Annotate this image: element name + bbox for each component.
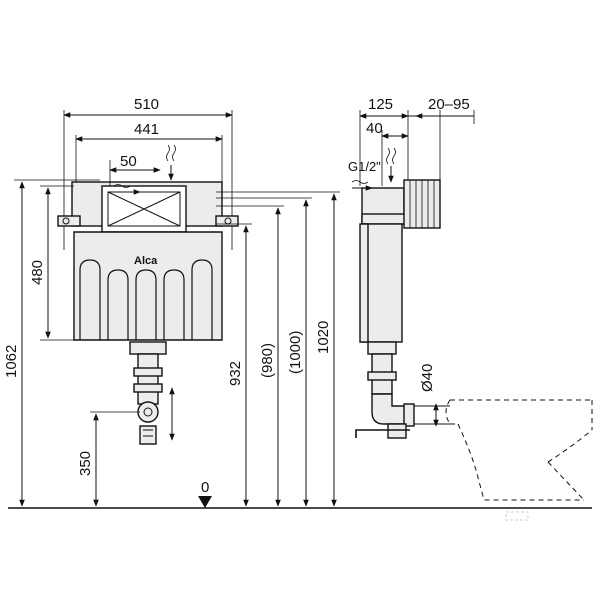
brand-logo: Alca [134,255,158,267]
dim-height-1000: (1000) [287,331,304,374]
side-dimensions: 125 20–95 40 G1/2" Ø40 [348,96,475,427]
dim-inlet-thread: G1/2" [348,159,381,174]
toilet-bowl-outline [445,399,593,521]
dim-height-980: (980) [259,343,276,378]
dim-adjust-range: 20–95 [428,96,470,113]
dim-frame-width: 441 [134,121,159,138]
floor-zero-label: 0 [201,479,209,496]
flush-pipe [129,341,167,355]
dim-overall-width: 510 [134,96,159,113]
front-dimensions: 510 441 50 1062 480 350 932 (980) (1000) [3,96,340,508]
cistern-tank [73,231,223,341]
dim-tank-height: 480 [29,260,46,285]
front-view: Alca [57,110,239,445]
dim-depth: 125 [368,96,393,113]
dim-wall-offset: 40 [366,120,383,137]
dim-frame-height: 1062 [3,345,20,378]
side-view [351,147,450,439]
dim-button-offset: 50 [120,153,137,170]
dim-inlet-height: 932 [227,361,244,386]
dim-outlet-height: 350 [77,451,94,476]
dim-height-1020: 1020 [315,321,332,354]
dim-outlet-diameter: Ø40 [419,364,436,392]
